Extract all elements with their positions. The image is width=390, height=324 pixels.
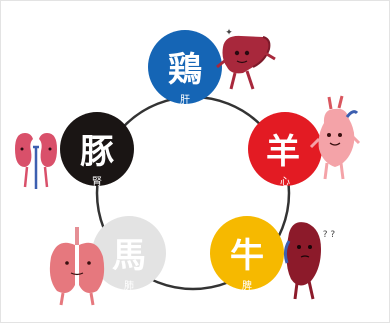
sparkle-mark: ✦ [225, 28, 233, 38]
kidneys-character-icon [15, 133, 57, 189]
node-pig: 豚 腎 [60, 112, 134, 188]
spleen-character-icon: ? ? [283, 222, 336, 300]
node-cow-circle [210, 216, 284, 290]
node-horse-animal: 馬 [112, 236, 146, 276]
node-cow-animal: 牛 [230, 236, 264, 276]
lungs-character-icon [49, 227, 105, 306]
node-horse-circle [92, 216, 166, 290]
node-sheep-circle [248, 112, 322, 186]
node-sheep-organ: 心 [280, 176, 290, 188]
node-chicken-organ: 肝 [180, 94, 190, 106]
heart-character-icon [309, 95, 361, 180]
node-pig-organ: 腎 [92, 176, 102, 188]
node-cow: 牛 脾 [210, 216, 284, 292]
node-sheep-animal: 羊 [266, 132, 300, 172]
node-chicken-animal: 鶏 [168, 50, 202, 90]
node-chicken-circle [148, 30, 222, 104]
node-pig-circle [60, 112, 134, 186]
node-sheep: 羊 心 [248, 112, 322, 188]
liver-character-icon: ✦ [216, 28, 276, 90]
node-horse-organ: 肺 [124, 280, 134, 292]
question-marks: ? ? [323, 230, 336, 240]
node-pig-animal: 豚 [80, 132, 114, 172]
node-chicken: 鶏 肝 [148, 30, 222, 106]
node-cow-organ: 脾 [242, 279, 252, 292]
node-horse: 馬 肺 [92, 216, 166, 292]
